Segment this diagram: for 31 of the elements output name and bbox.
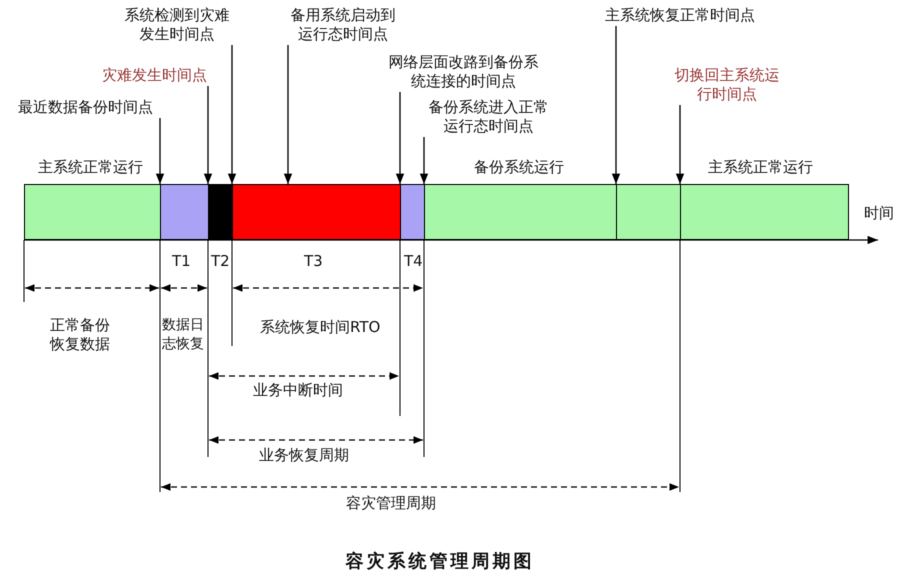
time-point-label: 最近数据备份时间点 xyxy=(18,98,162,117)
time-point-label: 备份系统进入正常运行态时间点 xyxy=(426,98,550,136)
time-point-label: 切换回主系统运行时间点 xyxy=(672,66,782,104)
phase-label: 主系统正常运行 xyxy=(708,158,813,177)
arrow xyxy=(228,45,236,184)
interval-label: T2 xyxy=(211,252,230,271)
dimension-label: 正常备份恢复数据 xyxy=(50,316,111,354)
time-point-label: 灾难发生时间点 xyxy=(60,66,207,85)
dimension-label: 业务中断时间 xyxy=(253,381,343,400)
axis-label: 时间 xyxy=(864,204,894,223)
time-point-label: 备用系统启动到运行态时间点 xyxy=(288,6,398,44)
time-point-label: 主系统恢复正常时间点 xyxy=(590,6,770,25)
dimension-label: 系统恢复时间RTO xyxy=(260,318,380,337)
dimension-label: 容灾管理周期 xyxy=(346,494,436,513)
interval-label: T1 xyxy=(172,252,191,271)
time-point-label: 系统检测到灾难发生时间点 xyxy=(122,6,232,44)
arrow xyxy=(420,137,428,184)
phase-label: 备份系统运行 xyxy=(474,158,564,177)
arrow xyxy=(396,92,404,184)
interval-label: T4 xyxy=(404,252,423,271)
phase-label: 主系统正常运行 xyxy=(38,158,143,177)
interval-label: T3 xyxy=(304,252,323,271)
arrow xyxy=(612,26,620,184)
arrow xyxy=(204,86,212,184)
arrow xyxy=(156,118,164,184)
arrow xyxy=(284,45,292,184)
time-point-label: 网络层面改路到备份系统连接的时间点 xyxy=(386,53,540,91)
arrow xyxy=(676,105,684,184)
dimension-label: 业务恢复周期 xyxy=(259,446,349,465)
caption: 容灾系统管理周期图 xyxy=(344,552,536,571)
dimension-label: 数据日志恢复 xyxy=(162,316,205,354)
